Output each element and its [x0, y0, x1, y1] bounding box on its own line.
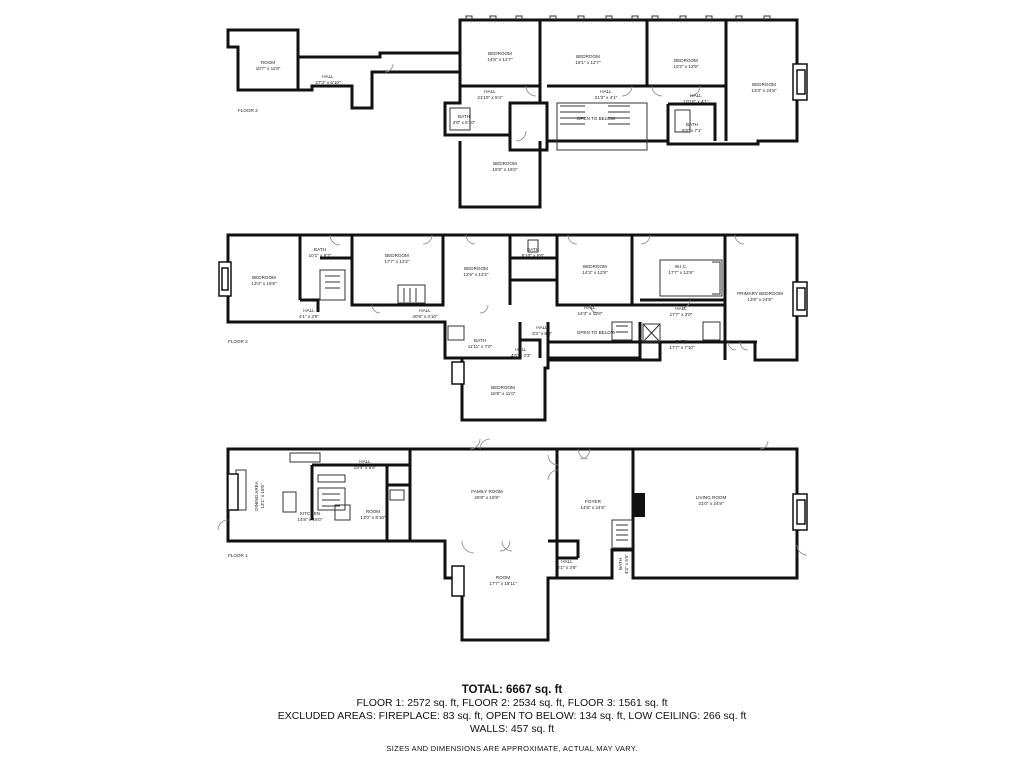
floor-2-room-label: HALL — [675, 306, 687, 311]
floor-3-room-label: ROOM — [261, 60, 275, 65]
floor-2-room-dim: 17'7" x 7'10" — [669, 345, 695, 350]
floor-2-room-dim: 16'8" x 11'0" — [491, 391, 516, 396]
floor-2-room-label: W.I.C. — [675, 264, 688, 269]
floor-2-room-dim: 13'4" x 16'9" — [251, 281, 277, 286]
floor-1-room-dim: 17'7" x 18'11" — [489, 581, 517, 586]
floor-2-room-dim: 14'3" x 11'8" — [578, 311, 603, 316]
floor-1-room-label: FOYER — [585, 499, 602, 504]
floor-2-room-dim: 4'1" x 3'9" — [299, 314, 319, 319]
floor-3-room-labels: ROOM 10'7" x 11'8" HALL 27'3" x 6'10" BE… — [256, 51, 777, 172]
floor-1-room-label: LIVING ROOM — [696, 495, 727, 500]
floor-areas: FLOOR 1: 2572 sq. ft, FLOOR 2: 2534 sq. … — [356, 697, 668, 709]
foyer-stair-block — [633, 493, 645, 517]
floor-2-room-label: HALL — [536, 325, 548, 330]
floor-2-room-label: PRIMARY BEDROOM — [737, 291, 783, 296]
floor-2-room-label: HALL — [419, 308, 431, 313]
floor-1-room-dim: 13'0" x 8'10" — [360, 515, 386, 520]
floor-2-room-label: BEDROOM — [385, 253, 409, 258]
floor-1-room-dim: 13'1" x 18'6" — [260, 483, 265, 509]
floor-3-room-label: BEDROOM — [752, 82, 776, 87]
floor-1-room-labels: DINING AREA 13'1" x 18'6" HALL 19'4" x 6… — [254, 459, 726, 586]
floor-1-room-label: ROOM — [496, 575, 510, 580]
floor-3-room-label: BEDROOM — [493, 161, 517, 166]
floor-1-room-dim: 31'0" x 24'8" — [698, 501, 724, 506]
floor-3-room-dim: 16'8" x 16'0" — [492, 167, 518, 172]
floor-2-room-dim: 4'5" x 3'3" — [511, 353, 531, 358]
floor-3-plan: FLOOR 3 ROOM 10'7" x 11'8" HALL 27'3" x … — [226, 15, 808, 209]
floor-2-room-dim: 14'3" x 12'8" — [582, 270, 608, 275]
total-area: TOTAL: 6667 sq. ft — [461, 684, 563, 696]
floor-2-room-dim: 17'7" x 3'0" — [670, 312, 693, 317]
floor-2-room-label: BATH — [527, 247, 539, 252]
floor-1-room-dim: 6'1" x 3'8" — [557, 565, 577, 570]
floor-3-room-label: BEDROOM — [576, 54, 600, 59]
floor-3-room-label: BATH — [458, 114, 470, 119]
floor-3-room-dim: 13'3" x 24'8" — [751, 88, 777, 93]
floor-3-room-label: HALL — [600, 89, 612, 94]
floor-2-room-dim: 12'6" x 12'2" — [463, 272, 489, 277]
floor-3-room-dim: 10'10" x 4'1" — [683, 99, 709, 104]
floor-1-room-label: FAMILY ROOM — [471, 489, 503, 494]
floor-3-room-dim: 21'3" x 4'1" — [595, 95, 618, 100]
floor-3-room-dim: 4'8" x 6'10" — [453, 120, 476, 125]
walls-area: WALLS: 457 sq. ft — [469, 723, 555, 735]
floor-2-room-dim: 13'6" x 24'8" — [747, 297, 773, 302]
floor-3-room-label: HALL — [484, 89, 496, 94]
floor-1-room-label: HALL — [561, 559, 573, 564]
floor-3-room-dim: 21'10" x 5'4" — [477, 95, 503, 100]
floor-1-label: FLOOR 1 — [228, 553, 248, 558]
floor-3-label: FLOOR 3 — [238, 108, 258, 113]
floor-2-room-label: BEDROOM — [252, 275, 276, 280]
floor-3-room-dim: 6'8" x 7'1" — [682, 128, 702, 133]
floor-2-room-label: BATH — [314, 247, 326, 252]
floor-3-room-dim: 18'1" x 12'7" — [575, 60, 601, 65]
floor-2-room-label: BEDROOM — [464, 266, 488, 271]
floor-2-room-dim: 10'1" x 8'7" — [309, 253, 332, 258]
floor-2-room-labels: BEDROOM 13'4" x 16'9" BATH 10'1" x 8'7" … — [251, 247, 783, 396]
disclaimer: SIZES AND DIMENSIONS ARE APPROXIMATE, AC… — [386, 744, 638, 753]
floor-2-plan: FLOOR 2 BEDROOM 13'4" x 16'9" BATH 10'1"… — [218, 233, 808, 422]
floor-2-room-label: BATH — [474, 338, 486, 343]
floor-2-room-label: BATH — [676, 339, 688, 344]
floor-2-room-label: HALL — [303, 308, 315, 313]
floor-2-room-dim: 11'11" x 7'0" — [468, 344, 493, 349]
floor-2-room-dim: 8'10" x 6'6" — [522, 253, 545, 258]
floor-1-room-label: ROOM — [366, 509, 380, 514]
floor-2-label: FLOOR 2 — [228, 339, 248, 344]
floor-3-room-dim: 27'3" x 6'10" — [315, 80, 341, 85]
floor-3-room-label: BEDROOM — [674, 58, 698, 63]
area-summary: TOTAL: 6667 sq. ft FLOOR 1: 2572 sq. ft,… — [0, 684, 1024, 753]
excluded-areas: EXCLUDED AREAS: FIREPLACE: 83 sq. ft, OP… — [277, 710, 747, 722]
floor-2-room-dim: 40'9" x 3'10" — [412, 314, 438, 319]
floor-3-room-label: OPEN TO BELOW — [577, 116, 616, 121]
floor-1-room-label: HALL — [359, 459, 371, 464]
floor-1-room-label: KITCHEN — [300, 511, 320, 516]
floor-3-room-label: HALL — [322, 74, 334, 79]
floor-2-room-dim: 3'3" x 8'0" — [532, 331, 552, 336]
floor-1-room-dim: 14'8" x 16'0" — [297, 517, 323, 522]
floor-1-room-dim: 4'3" x 5'5" — [624, 554, 629, 574]
floor-2-room-label: BEDROOM — [583, 264, 607, 269]
floor-3-room-dim: 10'2" x 12'9" — [673, 64, 699, 69]
floor-1-room-dim: 26'8" x 16'9" — [474, 495, 500, 500]
floor-1-room-label: DINING AREA — [254, 480, 259, 511]
floor-2-room-dim: 17'7" x 12'8" — [668, 270, 694, 275]
floor-1-plan: FLOOR 1 DINING AREA 13'1" x 18'6" HALL 1… — [217, 438, 808, 642]
floor-2-room-label: HALL — [515, 347, 527, 352]
floor-1-room-label: BATH — [618, 558, 623, 570]
floor-3-room-label: HALL — [690, 93, 702, 98]
floor-1-room-dim: 19'4" x 6'8" — [354, 465, 377, 470]
floor-3-room-label: BATH — [686, 122, 698, 127]
floor-3-room-dim: 10'7" x 11'8" — [256, 66, 281, 71]
floor-2-room-dim: 17'7" x 12'2" — [384, 259, 410, 264]
floor-2-room-label: HALL — [584, 305, 596, 310]
floor-1-room-dim: 14'8" x 24'8" — [580, 505, 606, 510]
floor-2-room-label: BEDROOM — [491, 385, 515, 390]
floor-3-room-dim: 14'8" x 12'7" — [487, 57, 513, 62]
floor-2-room-label: OPEN TO BELOW — [577, 330, 616, 335]
floor-3-room-label: BEDROOM — [488, 51, 512, 56]
